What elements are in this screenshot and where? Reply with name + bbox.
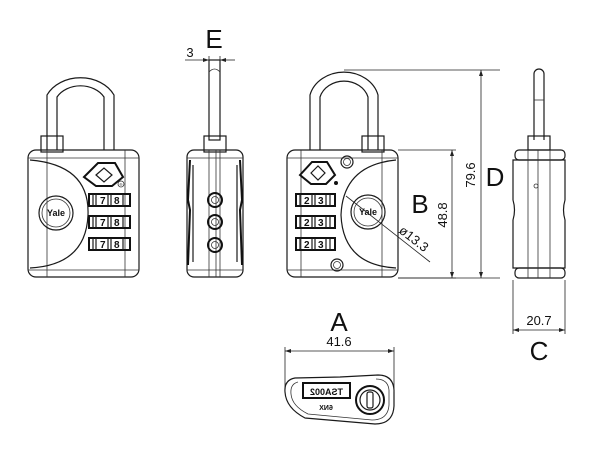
front-dial-row[interactable]: 7 8 [88, 237, 131, 251]
front-yale-logo [38, 195, 74, 231]
registered-mark: ® [120, 182, 123, 187]
key-cylinder-icon [355, 385, 385, 415]
dimension-value-c: 20.7 [526, 313, 551, 328]
dimension-value-d: 79.6 [463, 162, 478, 187]
dimension-d: 79.6 D [344, 69, 505, 279]
dial-digit: 2 [304, 218, 310, 229]
back-tsa-diamond-icon [298, 161, 338, 185]
dial-digit: 7 [100, 196, 106, 207]
back-dial-row[interactable]: 2 3 [295, 193, 336, 207]
side-view: E 3 [185, 24, 244, 278]
front-dial-row[interactable]: 7 8 [88, 215, 131, 229]
dial-digit: 2 [304, 196, 310, 207]
dial-digit: 8 [114, 196, 120, 207]
narrow-side-view: 20.7 C [512, 68, 566, 366]
front-shackle [46, 77, 115, 150]
dimension-e: E 3 [185, 24, 235, 64]
front-view: Yale ® 7 8 7 [27, 77, 140, 278]
dial-digit: 7 [100, 218, 106, 229]
front-dials[interactable]: 7 8 7 8 7 [88, 193, 131, 251]
dial-digit: 3 [318, 218, 324, 229]
dimension-value-diameter: ø13.3 [396, 223, 431, 255]
back-shackle [309, 71, 379, 150]
dimension-value-a: 41.6 [326, 334, 351, 349]
back-dial-row[interactable]: 2 3 [295, 237, 336, 251]
back-dial-row[interactable]: 2 3 [295, 215, 336, 229]
dimension-label-a: A [330, 307, 348, 337]
dial-digit: 7 [100, 240, 106, 251]
back-dials[interactable]: 2 3 2 3 2 [295, 193, 336, 251]
dial-digit: 3 [318, 196, 324, 207]
back-view: Yale 2 3 2 3 [286, 69, 505, 279]
dimension-c: 20.7 C [512, 280, 566, 366]
back-body [286, 149, 399, 278]
back-brand-text: Yale [359, 207, 377, 217]
dimension-value-b: 48.8 [435, 202, 450, 227]
dimension-b: B 48.8 [398, 149, 456, 279]
dimension-a: 41.6 A [284, 307, 395, 392]
narrow-body [512, 159, 566, 269]
side-body [186, 149, 244, 278]
dial-digit: 8 [114, 240, 120, 251]
dimension-label-d: D [486, 162, 505, 192]
dial-digit: 8 [114, 218, 120, 229]
tsa-diamond-icon: ® [82, 162, 125, 188]
dimension-label-b: B [411, 189, 428, 219]
bottom-stamp-sub: 6NX [319, 405, 333, 412]
front-dial-row[interactable]: 7 8 [88, 193, 131, 207]
bottom-view: TSA002 6NX 41.6 A [284, 307, 395, 425]
dimension-value-e: 3 [186, 45, 193, 60]
bottom-stamp-main: TSA002 [310, 387, 343, 397]
dimension-label-c: C [530, 336, 549, 366]
dial-digit: 2 [304, 240, 310, 251]
front-body [27, 149, 140, 278]
side-dial-wheels[interactable] [207, 192, 223, 253]
front-brand-text: Yale [47, 208, 65, 218]
dial-digit: 3 [318, 240, 324, 251]
dimension-label-e: E [205, 24, 222, 54]
back-yale-logo [350, 194, 386, 230]
